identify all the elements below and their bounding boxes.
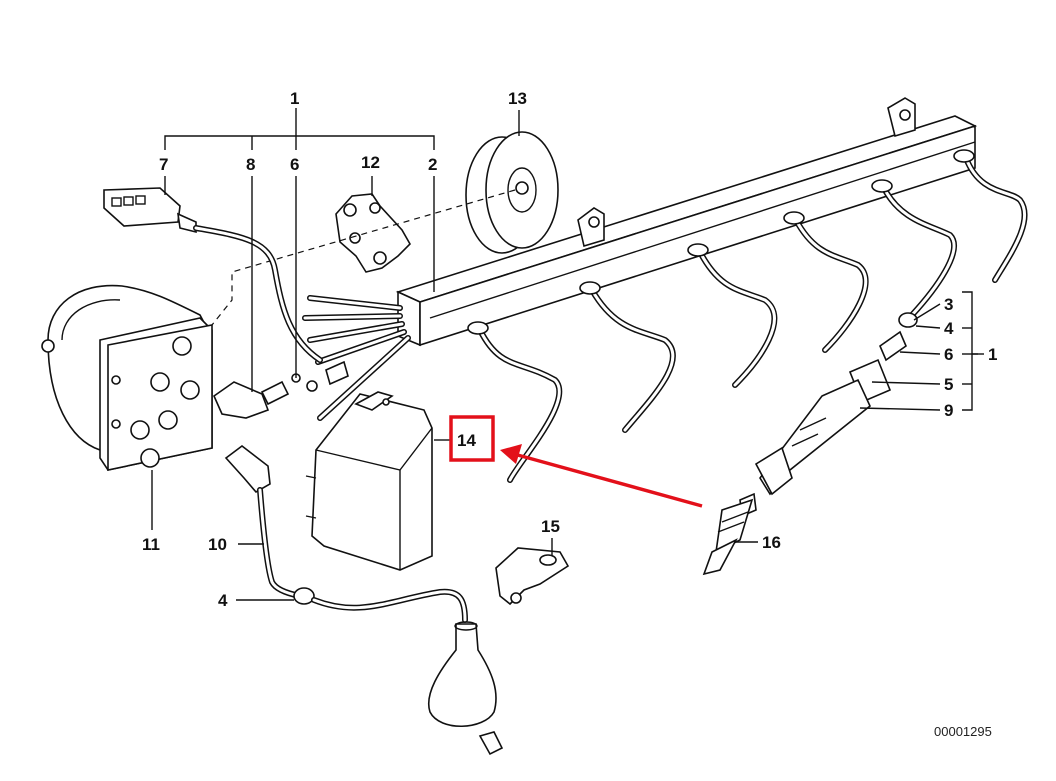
part-13-cap xyxy=(465,131,559,254)
callout-16: 16 xyxy=(762,533,781,552)
highlight-arrow-shaft xyxy=(513,452,703,508)
callout-8: 8 xyxy=(246,155,255,174)
callout-4-lower: 4 xyxy=(218,591,228,610)
part-11-distributor xyxy=(41,284,213,471)
spark-plug-leads xyxy=(467,149,1028,483)
callout-9-right: 9 xyxy=(944,401,953,420)
callout-5-right: 5 xyxy=(944,375,953,394)
catalog-number: 00001295 xyxy=(934,724,992,739)
callout-labels: 1 13 7 8 6 12 2 11 10 4 15 14 16 3 4 6 5… xyxy=(142,89,997,610)
plug-connector-stack xyxy=(754,312,918,496)
bracket-6-parts xyxy=(306,360,349,392)
callout-2: 2 xyxy=(428,155,437,174)
callout-11: 11 xyxy=(142,535,160,554)
callout-6-right: 6 xyxy=(944,345,953,364)
callout-6-top: 6 xyxy=(290,155,299,174)
part-7-connector xyxy=(103,187,323,363)
highlight-arrow-head xyxy=(500,444,522,464)
leader-lines xyxy=(151,108,984,601)
part-12-bracket xyxy=(335,193,411,273)
callout-15: 15 xyxy=(541,517,560,536)
part-14-control-unit xyxy=(305,391,433,571)
highlight-annotation xyxy=(449,415,703,508)
callout-14: 14 xyxy=(457,431,476,450)
callout-12: 12 xyxy=(361,153,380,172)
callout-13: 13 xyxy=(508,89,527,108)
callout-1-right: 1 xyxy=(988,345,997,364)
callout-7: 7 xyxy=(159,155,168,174)
callout-10: 10 xyxy=(208,535,227,554)
callout-4-right: 4 xyxy=(944,319,954,338)
callout-1-top: 1 xyxy=(290,89,299,108)
part-16-spark-plug xyxy=(702,492,757,576)
part-8-plug xyxy=(213,373,301,419)
assembly-dashed-line xyxy=(199,189,516,341)
highlight-box xyxy=(449,415,495,462)
harness-rail xyxy=(395,97,978,347)
callout-3-right: 3 xyxy=(944,295,953,314)
part-15-bracket xyxy=(495,547,570,606)
rail-entry-wires xyxy=(302,295,411,421)
part-10-lead xyxy=(224,444,504,756)
